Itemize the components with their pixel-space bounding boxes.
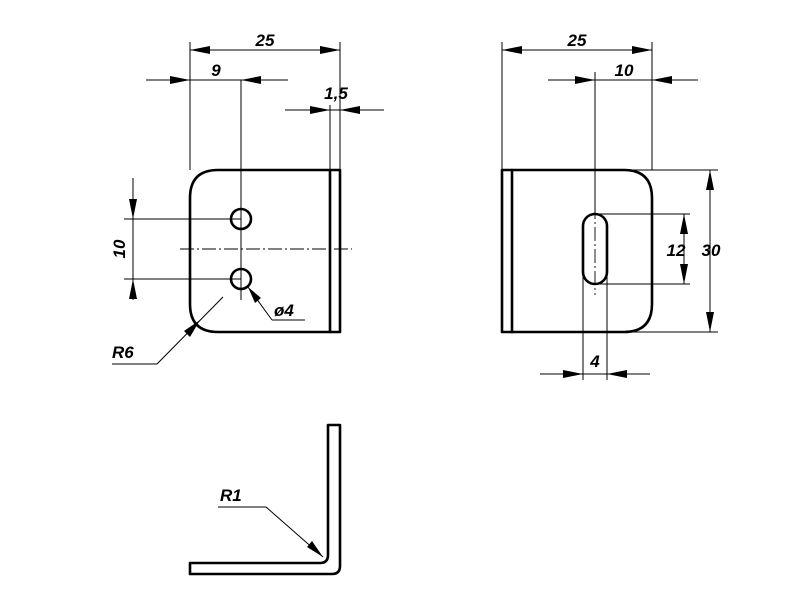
arrowhead: [575, 76, 595, 84]
arrowhead: [184, 320, 200, 337]
arrowhead: [241, 76, 261, 84]
side-width-label: 25: [567, 31, 587, 50]
arrowhead: [502, 46, 522, 54]
front-hole-diameter-label: ø4: [274, 301, 294, 320]
bottom-profile-outline: [188, 423, 342, 576]
arrowhead: [170, 76, 190, 84]
arrowhead: [632, 46, 652, 54]
arrowhead: [680, 214, 688, 234]
front-width-label: 25: [255, 31, 275, 50]
arrowhead: [320, 46, 340, 54]
bottom-bend-radius-label: R1: [220, 486, 242, 505]
front-hole-spacing-label: 10: [110, 239, 129, 258]
arrowhead: [706, 170, 714, 190]
front-plate-outline: [188, 168, 342, 334]
front-thickness-label: 1,5: [324, 84, 348, 103]
arrowhead: [340, 106, 360, 114]
front-view: 25 9 1,5 10 ø4 R6: [110, 31, 384, 365]
arrowhead: [652, 76, 672, 84]
arrowhead: [129, 279, 137, 299]
side-plate-outline: [500, 168, 654, 334]
arrowhead: [680, 264, 688, 284]
side-height-label: 30: [702, 241, 721, 260]
front-corner-radius-label: R6: [112, 343, 134, 362]
arrowhead: [307, 541, 323, 557]
side-view: 25 10 12 30 4: [500, 31, 721, 380]
arrowhead: [248, 287, 261, 303]
front-hole-offset-label: 9: [211, 61, 221, 80]
arrowhead: [706, 312, 714, 332]
arrowhead: [190, 46, 210, 54]
side-slot-length-label: 12: [667, 241, 686, 260]
arrowhead: [310, 106, 330, 114]
side-slot-offset-label: 10: [615, 61, 634, 80]
bottom-view: R1: [188, 423, 342, 576]
arrowhead: [129, 199, 137, 219]
side-slot-width-label: 4: [589, 352, 600, 371]
arrowhead: [607, 370, 627, 378]
arrowhead: [563, 370, 583, 378]
